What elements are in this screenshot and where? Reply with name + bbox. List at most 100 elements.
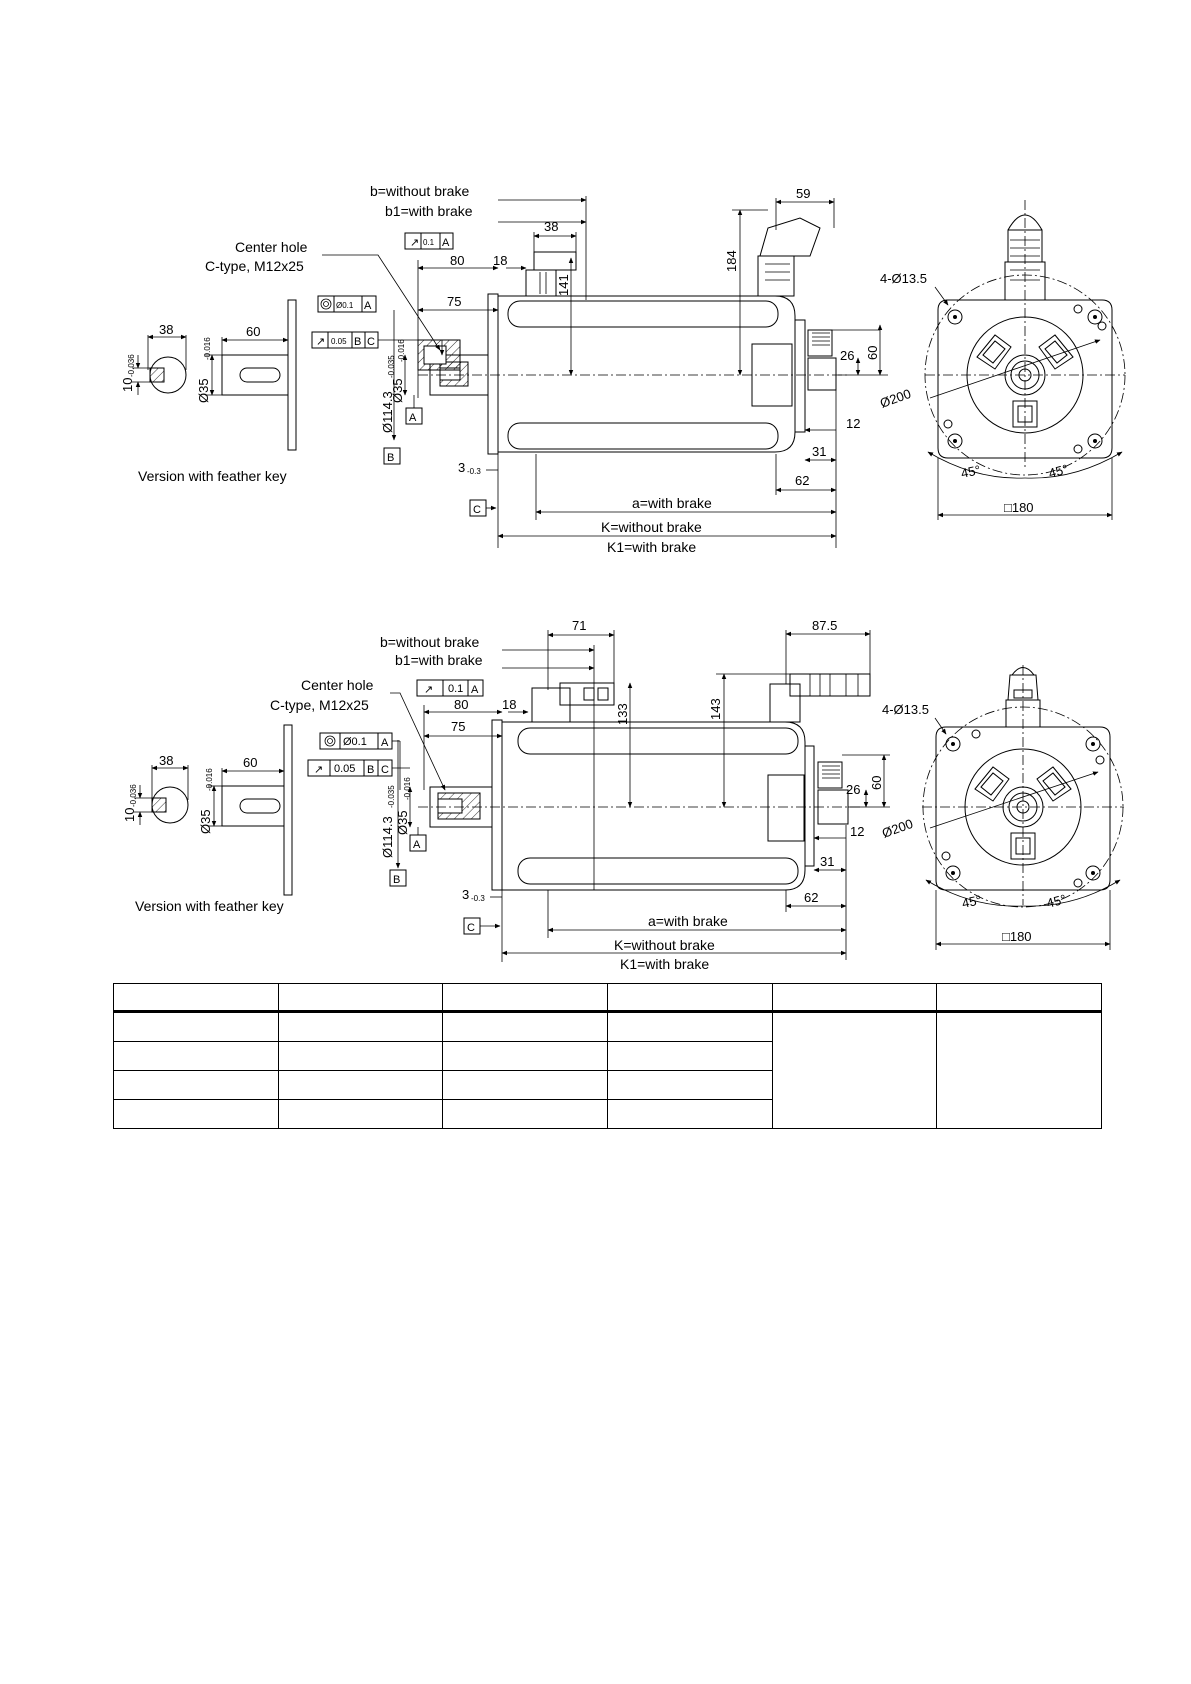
feather-key-caption: Version with feather key — [138, 468, 287, 484]
datum-a: A — [409, 412, 417, 424]
svg-text:C: C — [367, 336, 375, 348]
table-merged-cell — [771, 1011, 938, 1129]
svg-text:-0.3: -0.3 — [467, 467, 481, 476]
svg-text:38: 38 — [159, 753, 173, 768]
label-c-type: C-type, M12x25 — [205, 258, 304, 274]
svg-text:184: 184 — [724, 250, 739, 272]
table-cell — [442, 1041, 608, 1071]
svg-text:0.05: 0.05 — [334, 763, 355, 775]
feather-key-shaft-bottom: 60 Ø35 -0.016 Version with feather key — [135, 724, 293, 914]
svg-text:26: 26 — [846, 782, 860, 797]
svg-text:Ø0.1: Ø0.1 — [343, 736, 367, 748]
svg-text:12: 12 — [846, 416, 860, 431]
svg-text:59: 59 — [796, 186, 810, 201]
label-k1: K1=with brake — [607, 539, 696, 555]
svg-text:3: 3 — [458, 460, 465, 475]
svg-text:↗: ↗ — [410, 237, 419, 249]
svg-text:-0.016: -0.016 — [397, 339, 406, 362]
feather-key-caption-bottom: Version with feather key — [135, 898, 284, 914]
datum-c: C — [473, 504, 481, 516]
top-drawing: 38 10 -0.036 60 Ø35 -0.016 Version with … — [120, 183, 1126, 555]
table-row — [113, 1011, 1102, 1129]
svg-text:18: 18 — [502, 697, 516, 712]
table-cell — [277, 1041, 444, 1071]
table-cell — [277, 1011, 444, 1042]
table-header-cell — [442, 983, 608, 1013]
label-pcd: Ø200 — [878, 386, 913, 411]
label-center-hole: Center hole — [235, 239, 308, 255]
label-b1: b1=with brake — [385, 203, 473, 219]
table-cell — [113, 1011, 279, 1042]
svg-text:60: 60 — [869, 776, 884, 790]
label-a: a=with brake — [632, 495, 712, 511]
datum-a-bottom: A — [413, 839, 421, 851]
datum-b: B — [387, 452, 394, 464]
svg-text:143: 143 — [708, 698, 723, 720]
svg-text:75: 75 — [451, 719, 465, 734]
svg-text:62: 62 — [804, 890, 818, 905]
table-cell — [606, 1011, 773, 1042]
label-b1-bottom: b1=with brake — [395, 652, 483, 668]
svg-text:↗: ↗ — [316, 336, 325, 348]
svg-text:80: 80 — [450, 253, 464, 268]
table-cell — [442, 1011, 608, 1042]
feather-key-section: 38 10 -0.036 — [120, 322, 187, 395]
label-holes-bottom: 4-Ø13.5 — [882, 702, 929, 717]
dim-60: 60 — [246, 324, 260, 339]
gdt-runout-frame-bottom: ↗ 0.1 A — [416, 679, 484, 697]
label-pcd-bottom: Ø200 — [880, 816, 915, 841]
svg-text:71: 71 — [572, 618, 586, 633]
svg-text:141: 141 — [556, 274, 571, 296]
top-front-view: 4-Ø13.5 Ø200 45° 45° □180 — [878, 200, 1126, 520]
bottom-front-view: 4-Ø13.5 Ø200 45° 45° □180 — [880, 665, 1124, 950]
feather-key-section-bottom: 38 10 -0.036 — [122, 753, 189, 825]
svg-text:60: 60 — [243, 755, 257, 770]
svg-text:↗: ↗ — [424, 684, 433, 696]
gdt-runout-frame: ↗ 0.1 A — [404, 232, 454, 250]
table-cell — [442, 1099, 608, 1129]
table-row — [113, 1041, 1102, 1071]
gdt-runout2-frame-bottom: ↗ 0.05 B C — [307, 759, 410, 777]
label-k: K=without brake — [601, 519, 702, 535]
motor-side-view-bottom — [418, 673, 871, 891]
label-angle-right-bottom: 45° — [1045, 891, 1068, 911]
label-square-bottom: □180 — [1002, 929, 1032, 944]
gdt-runout2-frame: ↗ 0.05 B C — [311, 331, 445, 356]
svg-text:18: 18 — [493, 253, 507, 268]
svg-text:-0.036: -0.036 — [129, 784, 138, 807]
svg-text:80: 80 — [454, 697, 468, 712]
table-cell — [113, 1099, 279, 1129]
top-dimensions: b=without brake b1=with brake Center hol… — [205, 183, 888, 555]
svg-text:-0.016: -0.016 — [403, 777, 412, 800]
table-header-cell — [113, 983, 279, 1013]
svg-text:A: A — [471, 684, 479, 696]
dim-10-tol: -0.036 — [127, 354, 136, 377]
label-angle-left-bottom: 45° — [961, 892, 983, 911]
svg-text:Ø35: Ø35 — [198, 809, 213, 834]
table-cell — [277, 1099, 444, 1129]
svg-text:10: 10 — [122, 808, 137, 822]
gdt-concentric-frame: Ø0.1 A — [317, 295, 377, 313]
svg-text:A: A — [442, 237, 450, 249]
table-cell — [606, 1099, 773, 1129]
table-cell — [606, 1041, 773, 1071]
label-k1-bottom: K1=with brake — [620, 956, 709, 972]
svg-text:B: B — [367, 764, 374, 776]
label-k-bottom: K=without brake — [614, 937, 715, 953]
table-cell — [442, 1070, 608, 1100]
svg-text:-0.3: -0.3 — [471, 894, 485, 903]
svg-text:-0.035: -0.035 — [387, 355, 396, 378]
table-header-cell — [277, 983, 444, 1013]
svg-text:133: 133 — [615, 703, 630, 725]
table-header-cell — [771, 983, 938, 1013]
svg-text:31: 31 — [820, 854, 834, 869]
dim-10: 10 — [120, 378, 135, 392]
label-b-bottom: b=without brake — [380, 634, 479, 650]
datum-c-bottom: C — [467, 922, 475, 934]
table-cell — [606, 1070, 773, 1100]
motor-side-view — [417, 217, 850, 455]
svg-text:0.05: 0.05 — [331, 337, 347, 346]
dim-38: 38 — [159, 322, 173, 337]
